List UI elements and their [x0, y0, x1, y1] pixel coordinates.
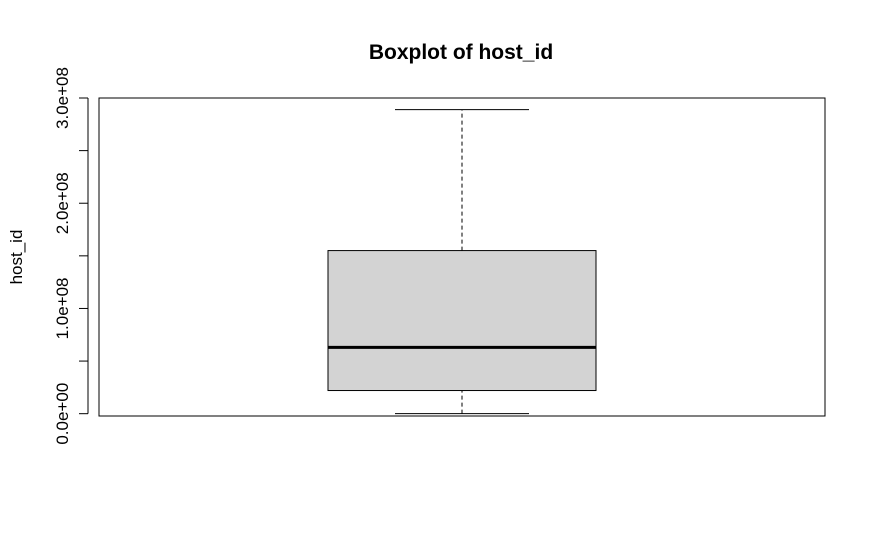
y-tick-label: 2.0e+08	[53, 172, 72, 234]
y-tick-label: 1.0e+08	[53, 277, 72, 339]
y-tick-label: 3.0e+08	[53, 67, 72, 129]
box-group	[327, 109, 597, 415]
y-axis-label: host_id	[7, 230, 26, 285]
chart-title: Boxplot of host_id	[369, 41, 553, 64]
iqr-box	[327, 250, 597, 392]
y-tick-label: 0.0e+00	[53, 383, 72, 445]
plot-frame	[98, 97, 826, 417]
y-axis: 0.0e+00 1.0e+08 2.0e+08 3.0e+08	[53, 67, 89, 445]
